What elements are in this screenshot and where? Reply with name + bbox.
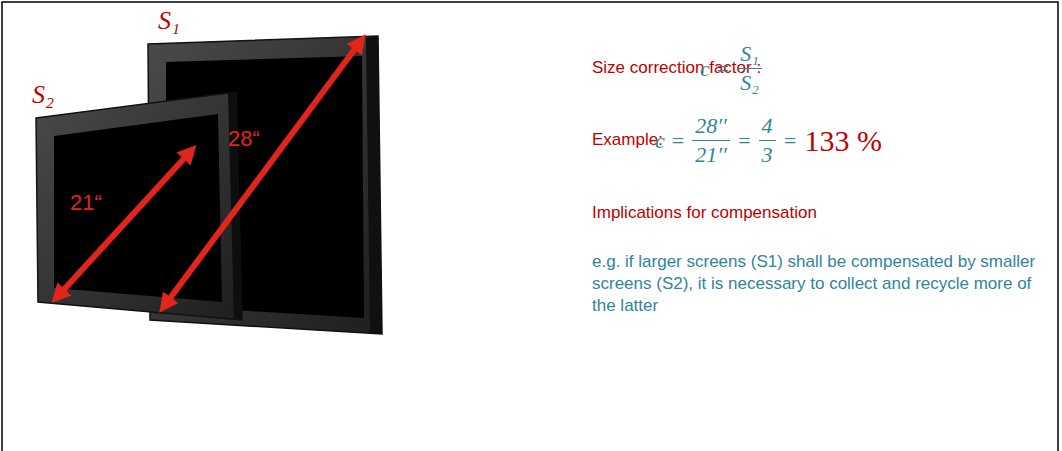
monitor-label: S₁ — [158, 6, 180, 36]
heading: Example: — [592, 130, 663, 150]
formula: c =28′′21′′=43=133 % — [655, 113, 882, 168]
formula-term: = — [737, 128, 752, 154]
fraction: S₁S₂ — [737, 41, 762, 96]
numerator: 4 — [759, 113, 776, 141]
note-text: e.g. if larger screens (S1) shall be com… — [592, 251, 1047, 317]
fraction: 43 — [759, 113, 776, 168]
result-value: 133 % — [804, 124, 882, 158]
formula-term: c = — [655, 128, 685, 154]
formula-term: c = — [700, 56, 730, 82]
monitor-label: S₂ — [32, 80, 54, 110]
numerator: 28′′ — [692, 113, 730, 141]
denominator: 3 — [759, 141, 776, 168]
diagonal-arrow — [58, 152, 190, 296]
formula: c = S₁S₂ — [700, 41, 762, 96]
diagonal-arrow — [165, 42, 360, 305]
denominator: S₂ — [737, 69, 762, 96]
diagonal-size: 21“ — [70, 190, 102, 216]
denominator: 21′′ — [692, 141, 730, 168]
small-monitor-frame — [36, 92, 242, 320]
fraction: 28′′21′′ — [692, 113, 730, 168]
heading: Size correction factor : — [592, 58, 761, 78]
small-monitor-screen — [54, 114, 222, 302]
diagonal-size: 28“ — [228, 126, 260, 152]
numerator: S₁ — [737, 41, 762, 69]
monitor-node: S₂ 21“ — [30, 76, 244, 326]
large-monitor-side — [366, 36, 382, 334]
heading: Implications for compensation — [592, 203, 817, 223]
formula-term: = — [783, 128, 798, 154]
monitor-node: S₁ 28“ — [148, 4, 384, 336]
